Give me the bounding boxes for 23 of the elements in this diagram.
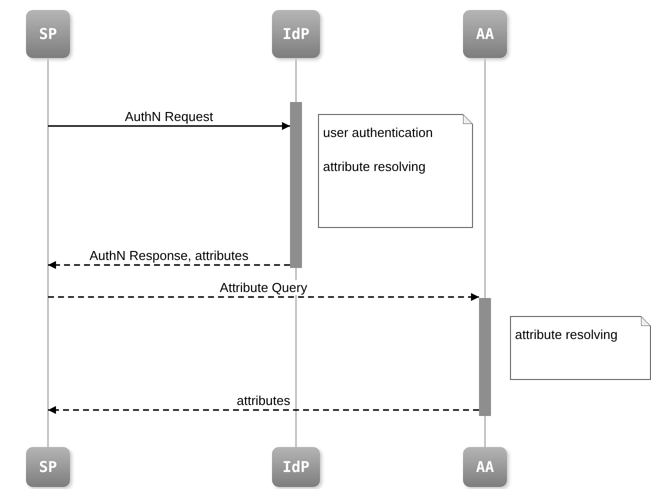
note-box <box>318 114 473 228</box>
message-arrow <box>48 406 479 414</box>
edge-label: AuthN Request <box>122 109 216 124</box>
participant-box: SP <box>26 10 70 58</box>
participant-box: IdP <box>272 447 320 487</box>
note-box <box>510 316 651 380</box>
note-text: attribute resolving <box>515 327 619 343</box>
lifeline <box>484 416 486 448</box>
message-arrow <box>48 261 290 269</box>
activation-bar <box>479 298 491 416</box>
edge-label: Attribute Query <box>218 280 310 295</box>
note-text: attribute resolving <box>323 158 427 174</box>
note-text: user authentication <box>323 125 434 141</box>
activation-bar <box>290 102 302 268</box>
edge-label: AuthN Response, attributes <box>88 248 250 263</box>
edge-label: attributes <box>234 393 292 408</box>
lifeline <box>484 58 486 298</box>
participant-box: AA <box>463 10 507 58</box>
participant-box: IdP <box>272 10 320 58</box>
participant-box: AA <box>463 447 507 487</box>
participant-box: SP <box>26 447 70 487</box>
message-arrow <box>48 122 290 130</box>
message-arrow <box>48 293 479 301</box>
